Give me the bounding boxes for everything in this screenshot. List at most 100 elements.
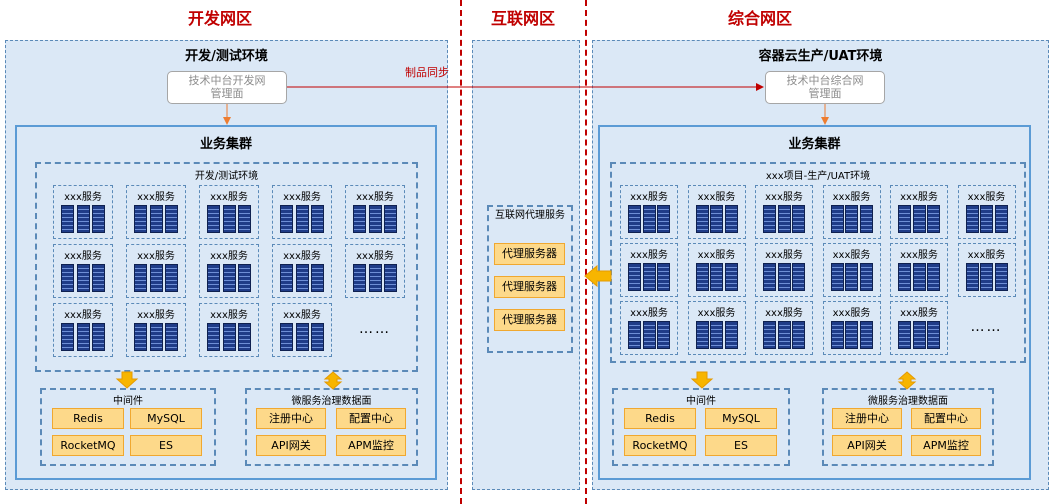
server-icon: [207, 264, 220, 292]
prod-es[interactable]: ES: [705, 435, 777, 456]
proxy-server-2[interactable]: 代理服务器: [494, 276, 565, 298]
dev-services-ellipsis: ……: [359, 321, 391, 337]
service-label: xxx服务: [210, 310, 248, 321]
server-rack-icon: [134, 205, 178, 233]
server-icon: [295, 205, 309, 233]
server-icon: [777, 205, 791, 233]
dev-config-center[interactable]: 配置中心: [336, 408, 406, 429]
dev-api-gateway[interactable]: API网关: [256, 435, 326, 456]
dev-service-1[interactable]: xxx服务: [53, 185, 113, 239]
server-icon: [280, 323, 293, 351]
server-icon: [134, 205, 147, 233]
prod-service-10[interactable]: xxx服务: [822, 243, 881, 297]
server-icon: [777, 263, 791, 291]
prod-service-16[interactable]: xxx服务: [822, 301, 881, 355]
dev-service-6[interactable]: xxx服务: [53, 244, 113, 298]
dev-service-3[interactable]: xxx服务: [199, 185, 259, 239]
dev-service-9[interactable]: xxx服务: [272, 244, 332, 298]
dev-service-5[interactable]: xxx服务: [345, 185, 405, 239]
server-icon: [792, 205, 805, 233]
dev-service-2[interactable]: xxx服务: [126, 185, 186, 239]
server-icon: [311, 264, 324, 292]
server-icon: [207, 205, 220, 233]
dev-inner-title: 开发/测试环境: [194, 171, 259, 182]
service-label: xxx服务: [64, 310, 102, 321]
server-icon: [845, 263, 858, 291]
prod-api-gateway[interactable]: API网关: [832, 435, 902, 456]
prod-service-15[interactable]: xxx服务: [755, 301, 813, 355]
dev-service-11[interactable]: xxx服务: [53, 303, 113, 357]
service-label: xxx服务: [283, 310, 321, 321]
proxy-server-1[interactable]: 代理服务器: [494, 243, 565, 265]
server-icon: [280, 205, 293, 233]
server-rack-icon: [695, 321, 738, 349]
prod-registry[interactable]: 注册中心: [832, 408, 902, 429]
prod-mgmt-plane[interactable]: 技术中台综合网 管理面: [765, 71, 885, 104]
prod-rocketmq[interactable]: RocketMQ: [624, 435, 696, 456]
dev-registry[interactable]: 注册中心: [256, 408, 326, 429]
dev-service-7[interactable]: xxx服务: [126, 244, 186, 298]
server-rack-icon: [763, 263, 805, 291]
server-icon: [368, 264, 382, 292]
prod-service-14[interactable]: xxx服务: [687, 301, 746, 355]
server-icon: [628, 263, 641, 291]
server-icon: [628, 321, 641, 349]
service-label: xxx服务: [697, 308, 736, 319]
dev-service-13[interactable]: xxx服务: [199, 303, 259, 357]
service-label: xxx服务: [967, 250, 1006, 261]
server-icon: [830, 263, 844, 291]
dev-mgmt-plane[interactable]: 技术中台开发网 管理面: [167, 71, 287, 104]
server-icon: [724, 205, 738, 233]
server-rack-icon: [628, 205, 670, 233]
server-rack-icon: [280, 323, 324, 351]
prod-mysql[interactable]: MySQL: [705, 408, 777, 429]
prod-service-5[interactable]: xxx服务: [890, 185, 948, 239]
prod-service-2[interactable]: xxx服务: [687, 185, 746, 239]
prod-service-3[interactable]: xxx服务: [755, 185, 813, 239]
server-icon: [92, 264, 105, 292]
dev-mysql[interactable]: MySQL: [130, 408, 202, 429]
server-icon: [207, 323, 220, 351]
server-icon: [695, 263, 709, 291]
prod-service-7[interactable]: xxx服务: [620, 243, 678, 297]
service-label: xxx服务: [765, 250, 803, 261]
prod-redis[interactable]: Redis: [624, 408, 696, 429]
service-label: xxx服务: [283, 192, 321, 203]
server-rack-icon: [353, 205, 397, 233]
prod-service-9[interactable]: xxx服务: [755, 243, 813, 297]
dev-apm-monitor[interactable]: APM监控: [336, 435, 406, 456]
server-rack-icon: [628, 321, 670, 349]
prod-service-12[interactable]: xxx服务: [957, 243, 1016, 297]
service-label: xxx服务: [697, 250, 736, 261]
prod-governance-title: 微服务治理数据面: [868, 396, 948, 407]
prod-service-8[interactable]: xxx服务: [687, 243, 746, 297]
service-label: xxx服务: [967, 192, 1006, 203]
dev-service-14[interactable]: xxx服务: [272, 303, 332, 357]
service-label: xxx服务: [630, 192, 668, 203]
server-icon: [845, 205, 858, 233]
service-label: xxx服务: [210, 251, 248, 262]
prod-config-center[interactable]: 配置中心: [911, 408, 981, 429]
prod-service-1[interactable]: xxx服务: [620, 185, 678, 239]
prod-service-13[interactable]: xxx服务: [620, 301, 678, 355]
dev-service-4[interactable]: xxx服务: [272, 185, 332, 239]
server-icon: [61, 205, 74, 233]
server-icon: [980, 205, 993, 233]
server-icon: [384, 264, 397, 292]
dev-service-8[interactable]: xxx服务: [199, 244, 259, 298]
prod-service-17[interactable]: xxx服务: [890, 301, 948, 355]
prod-apm-monitor[interactable]: APM监控: [911, 435, 981, 456]
server-icon: [149, 205, 163, 233]
dev-redis[interactable]: Redis: [52, 408, 124, 429]
dev-rocketmq[interactable]: RocketMQ: [52, 435, 124, 456]
prod-service-4[interactable]: xxx服务: [822, 185, 881, 239]
prod-service-6[interactable]: xxx服务: [957, 185, 1016, 239]
prod-service-11[interactable]: xxx服务: [890, 243, 948, 297]
dev-service-12[interactable]: xxx服务: [126, 303, 186, 357]
server-icon: [353, 264, 366, 292]
proxy-server-3[interactable]: 代理服务器: [494, 309, 565, 331]
dev-service-10[interactable]: xxx服务: [345, 244, 405, 298]
server-icon: [149, 323, 163, 351]
server-icon: [710, 321, 723, 349]
dev-es[interactable]: ES: [130, 435, 202, 456]
